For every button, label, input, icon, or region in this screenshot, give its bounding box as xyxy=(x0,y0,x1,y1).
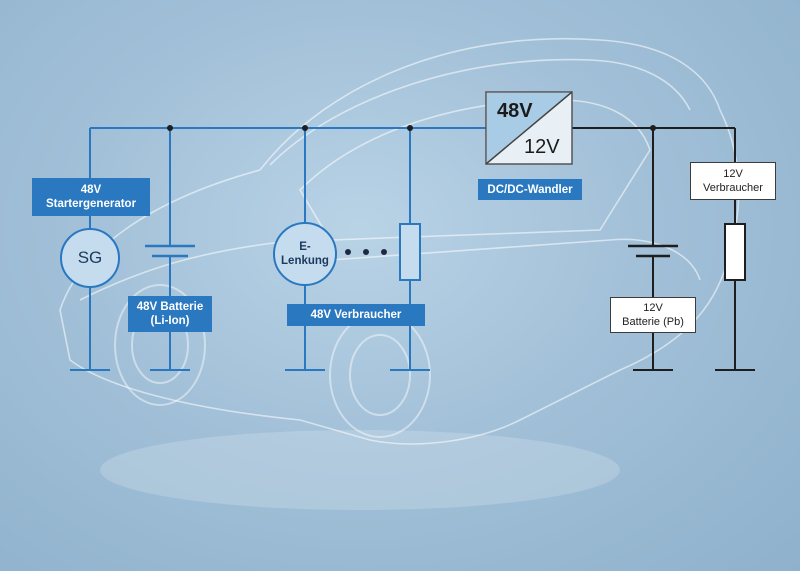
resistor-12v xyxy=(724,223,746,281)
starter-generator-label: 48V Startergenerator xyxy=(32,178,150,216)
car-shadow xyxy=(100,430,620,510)
battery-12v-line2: Batterie (Pb) xyxy=(622,316,684,328)
junction-battery-12v xyxy=(650,125,656,131)
starter-generator-symbol-text: SG xyxy=(77,248,103,267)
converter-diagonal xyxy=(485,91,573,165)
e-steering-symbol: E- Lenkung xyxy=(273,222,337,286)
battery-48v-line2: (Li-Ion) xyxy=(150,315,190,327)
car-hood-line xyxy=(79,239,301,301)
consumers-48v-label: 48V Verbraucher xyxy=(287,304,425,326)
converter-label-text: DC/DC-Wandler xyxy=(487,183,573,196)
e-steering-line2: Lenkung xyxy=(281,255,329,267)
consumers-48v-text: 48V Verbraucher xyxy=(310,309,402,321)
front-wheel xyxy=(114,284,206,406)
converter-high-voltage: 48V xyxy=(497,100,533,122)
consumers-12v-line1: 12V xyxy=(723,168,743,180)
battery-48v-line1: 48V Batterie xyxy=(136,301,204,313)
ellipsis-dot-1 xyxy=(345,249,351,255)
consumers-12v-line2: Verbraucher xyxy=(703,182,763,194)
resistor-48v xyxy=(399,223,421,281)
starter-generator-line2: Startergenerator xyxy=(45,198,137,210)
starter-generator-line1: 48V xyxy=(80,184,102,196)
rear-wheel-rim xyxy=(349,334,411,416)
car-roof-line xyxy=(269,58,691,166)
junction-48v-battery xyxy=(167,125,173,131)
starter-generator-symbol: SG xyxy=(60,228,120,288)
junction-consumer-48v xyxy=(407,125,413,131)
ellipsis-dot-3 xyxy=(381,249,387,255)
consumers-12v-label: 12V Verbraucher xyxy=(690,162,776,200)
junction-e-steering xyxy=(302,125,308,131)
battery-12v-line1: 12V xyxy=(643,302,663,314)
converter-label: DC/DC-Wandler xyxy=(478,179,582,200)
battery-48v-label: 48V Batterie (Li-Ion) xyxy=(128,296,212,332)
converter-low-voltage: 12V xyxy=(524,136,560,158)
battery-12v-label: 12V Batterie (Pb) xyxy=(610,297,696,333)
e-steering-line1: E- xyxy=(299,241,311,253)
ellipsis-dot-2 xyxy=(363,249,369,255)
